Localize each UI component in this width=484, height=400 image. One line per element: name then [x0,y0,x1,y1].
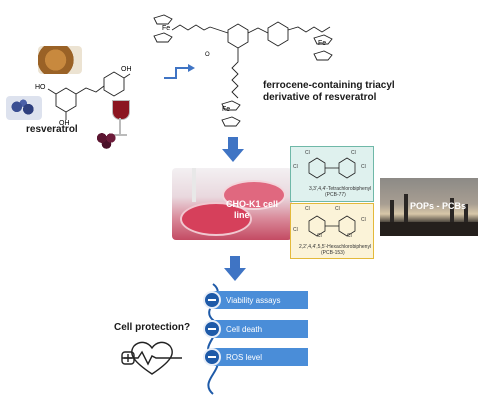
pcb153-cl-3: Cl [317,233,322,239]
viability-minus-icon [203,291,221,309]
pcb77-structure [308,157,356,179]
pcb77-cl-4: Cl [361,164,366,170]
fe-label-right: Fe [318,40,327,47]
fe-label-left: Fe [162,25,171,32]
pcb153-code: (PCB-153) [321,250,345,256]
cell-death-minus-icon [203,320,221,338]
assay-cell-death-label: Cell death [226,324,263,334]
pcb153-cl-2: Cl [293,227,298,233]
heart-pulse-icon [121,341,182,375]
down-arrow-1-icon [222,137,244,162]
turn-arrow-icon [164,64,195,79]
pcb153-cl-4: Cl [335,206,340,212]
cell-line-label-line2: line [234,210,250,220]
ho-label: HO [35,84,46,91]
pops-label: POPs - PCBs [410,201,467,211]
derivative-title: ferrocene-containing triacyl derivative … [263,80,395,104]
wine-glass-image [110,100,130,140]
pcb77-cl-1: Cl [305,150,310,156]
pcb153-structure [308,215,356,237]
nuts-image [38,46,82,74]
petri-dish-image [172,168,292,240]
pcb153-name: 2,2',4,4',5,5'-Hexachlorobiphenyl [299,244,372,250]
derivative-title-line2: derivative of resveratrol [263,92,377,103]
pcb77-cl-2: Cl [293,164,298,170]
pcb77-box: Cl Cl Cl Cl 3,3',4,4'-Tetrachlorobipheny… [290,146,374,202]
grapes-image [94,130,120,150]
oxygen-label: O [205,52,210,58]
pcb153-cl-5: Cl [361,217,366,223]
cell-line-label: CHO-K1 cell line [226,199,278,221]
down-arrow-2-icon [224,256,246,281]
fe-label-bottom: Fe [222,106,231,113]
cell-protection-label: Cell protection? [114,322,191,333]
blueberries-image [6,96,42,120]
assay-ros-level-label: ROS level [226,352,263,362]
oh-label-top: OH [121,66,132,73]
resveratrol-structure [47,71,131,120]
resveratrol-label: resveratrol [26,124,78,135]
derivative-title-line1: ferrocene-containing triacyl [263,80,395,91]
pcb153-box: Cl Cl Cl Cl Cl Cl 2,2',4,4',5,5'-Hexachl… [290,203,374,259]
oh-label-bottom: OH [59,120,70,127]
ferrocene-derivative-structure [153,14,333,127]
factory-image [380,178,478,236]
assay-cell-death: Cell death [212,320,308,338]
pcb153-cl-1: Cl [305,206,310,212]
assay-viability-label: Viability assays [226,295,281,305]
ros-level-minus-icon [203,348,221,366]
pcb77-code: (PCB-77) [325,192,346,198]
assay-viability: Viability assays [212,291,308,309]
pcb77-name: 3,3',4,4'-Tetrachlorobiphenyl [309,186,372,192]
pcb77-cl-3: Cl [351,150,356,156]
assay-ros-level: ROS level [212,348,308,366]
pcb153-cl-6: Cl [347,233,352,239]
cell-line-label-line1: CHO-K1 cell [226,199,279,209]
